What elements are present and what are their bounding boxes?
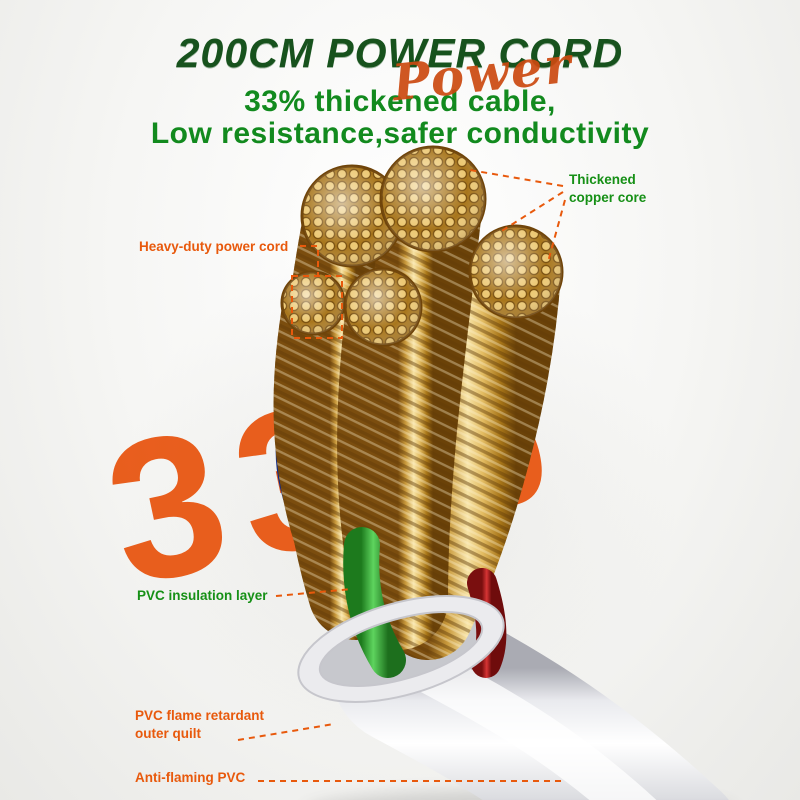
copper-face-top-middle	[379, 145, 487, 253]
label-thickened-copper-core-line2: copper core	[569, 190, 647, 205]
wire-green	[343, 527, 406, 678]
label-pvc-insulation-layer: PVC insulation layer	[137, 588, 268, 603]
leader-insulation	[275, 588, 353, 597]
leader-outer-quilt	[237, 723, 335, 741]
label-thickened-copper-core: Thickened copper core	[569, 171, 646, 207]
subtitle-line-2: Low resistance,safer conductivity	[150, 117, 650, 150]
leader-copper-core-1	[469, 169, 564, 187]
copper-face-center-small	[343, 267, 423, 347]
copper-face-right	[468, 224, 564, 320]
label-thickened-copper-core-line1: Thickened	[569, 172, 636, 187]
leader-copper-core-2	[499, 191, 564, 233]
subtitle-line-1: 33% thickened cable,	[244, 85, 556, 118]
sheath-cut-face	[297, 595, 505, 703]
copper-bundle-top-middle	[348, 149, 483, 650]
leader-heavy-duty	[300, 245, 319, 276]
label-anti-flaming-pvc: Anti-flaming PVC	[135, 770, 246, 785]
label-pvc-flame-retardant-outer-quilt: PVC flame retardant outer quilt	[135, 707, 264, 743]
label-pvc-flame-retardant-line1: PVC flame retardant	[135, 708, 265, 723]
leader-lines	[237, 169, 566, 782]
copper-face-left-small	[280, 270, 346, 336]
page-title: 200CM POWER CORD	[176, 30, 624, 76]
copper-face-top-left	[300, 164, 404, 268]
label-heavy-duty-power-cord: Heavy-duty power cord	[139, 239, 289, 254]
dashed-callout-box	[291, 275, 343, 339]
label-pvc-flame-retardant-line2: outer quilt	[135, 726, 201, 741]
